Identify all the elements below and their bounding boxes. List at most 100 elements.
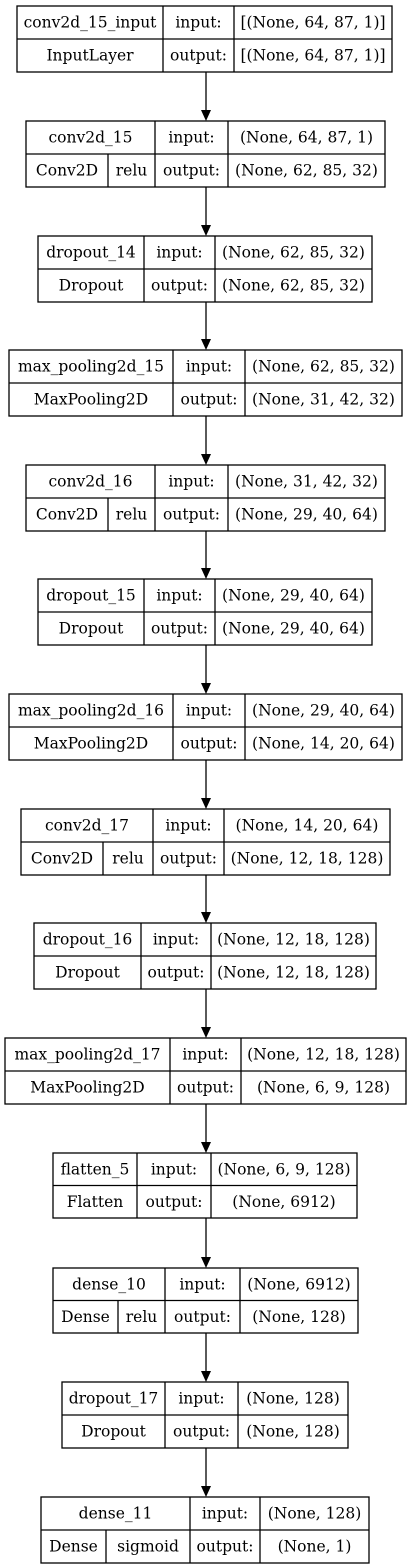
layer-type: Dropout <box>59 277 124 295</box>
input-shape: (None, 64, 87, 1) <box>240 129 373 147</box>
edge-arrow <box>201 531 211 579</box>
output-shape: (None, 12, 18, 128) <box>217 964 370 982</box>
layer-type: MaxPooling2D <box>34 735 148 753</box>
layer-activation: relu <box>116 506 148 524</box>
output-shape: (None, 6, 9, 128) <box>257 1079 390 1097</box>
layer-type: Conv2D <box>31 850 93 868</box>
output-label: output: <box>151 620 208 638</box>
edge-arrow <box>201 187 211 236</box>
output-shape: (None, 12, 18, 128) <box>231 850 384 868</box>
output-shape: (None, 128) <box>246 1423 340 1441</box>
output-shape: (None, 6912) <box>232 1193 335 1211</box>
layer-type: MaxPooling2D <box>30 1079 144 1097</box>
layer-type: Conv2D <box>36 162 98 180</box>
input-shape: (None, 29, 40, 64) <box>252 702 395 720</box>
output-shape: (None, 31, 42, 32) <box>252 391 395 409</box>
input-label: input: <box>151 1160 197 1178</box>
output-label: output: <box>181 391 238 409</box>
layer-type: Dropout <box>55 964 120 982</box>
layer-name: conv2d_17 <box>45 817 129 835</box>
edge-arrow <box>201 1333 211 1382</box>
layer-activation: relu <box>116 162 148 180</box>
input-label: input: <box>175 14 221 32</box>
layer-type: InputLayer <box>46 47 134 65</box>
input-shape: (None, 31, 42, 32) <box>235 473 378 491</box>
edge-arrow <box>201 72 211 121</box>
layer-name: conv2d_15 <box>48 129 132 147</box>
output-label: output: <box>148 964 205 982</box>
output-shape: (None, 29, 40, 64) <box>222 620 365 638</box>
output-label: output: <box>174 1308 231 1326</box>
input-label: input: <box>168 473 214 491</box>
input-shape: (None, 14, 20, 64) <box>236 817 379 835</box>
output-label: output: <box>177 1079 234 1097</box>
input-label: input: <box>156 587 202 605</box>
layer-name: dense_10 <box>72 1275 146 1293</box>
input-shape: (None, 128) <box>268 1505 362 1523</box>
input-label: input: <box>153 931 199 949</box>
input-shape: (None, 62, 85, 32) <box>252 358 395 376</box>
input-label: input: <box>179 1275 225 1293</box>
output-shape: (None, 128) <box>252 1308 346 1326</box>
edge-arrow <box>201 875 211 923</box>
edge-arrow <box>201 1448 211 1497</box>
layer-type: Dropout <box>59 620 124 638</box>
layer-name: max_pooling2d_16 <box>18 702 164 720</box>
input-label: input: <box>186 358 232 376</box>
output-label: output: <box>160 850 217 868</box>
layer-name: dropout_15 <box>46 587 136 605</box>
input-shape: (None, 62, 85, 32) <box>222 244 365 262</box>
output-label: output: <box>151 277 208 295</box>
layer-name: flatten_5 <box>61 1160 130 1178</box>
output-label: output: <box>163 162 220 180</box>
edge-arrow <box>201 1218 211 1268</box>
input-label: input: <box>156 244 202 262</box>
layer-name: dense_11 <box>79 1505 153 1523</box>
edge-arrow <box>201 989 211 1038</box>
output-label: output: <box>173 1423 230 1441</box>
input-label: input: <box>202 1505 248 1523</box>
input-shape: (None, 12, 18, 128) <box>247 1046 400 1064</box>
output-shape: (None, 14, 20, 64) <box>252 735 395 753</box>
output-shape: [(None, 64, 87, 1)] <box>240 47 385 65</box>
input-label: input: <box>182 1046 228 1064</box>
layer-name: max_pooling2d_17 <box>14 1046 160 1064</box>
layer-type: Flatten <box>67 1193 124 1211</box>
layer-type: Dropout <box>81 1423 146 1441</box>
input-label: input: <box>178 1390 224 1408</box>
output-label: output: <box>163 506 220 524</box>
layer-name: dropout_16 <box>43 931 133 949</box>
layer-type: Conv2D <box>36 506 98 524</box>
layer-activation: relu <box>126 1308 158 1326</box>
input-shape: (None, 128) <box>246 1390 340 1408</box>
layer-name: conv2d_16 <box>48 473 132 491</box>
output-shape: (None, 1) <box>278 1538 352 1556</box>
output-label: output: <box>181 735 238 753</box>
input-label: input: <box>186 702 232 720</box>
input-shape: (None, 12, 18, 128) <box>217 931 370 949</box>
input-shape: (None, 6, 9, 128) <box>217 1160 350 1178</box>
layer-node-conv2d_15_input: conv2d_15_inputInputLayerinput:output:[(… <box>16 5 393 73</box>
layer-type: MaxPooling2D <box>34 391 148 409</box>
layer-node-max_pooling2d_15: max_pooling2d_15MaxPooling2Dinput:output… <box>8 349 403 417</box>
edge-arrow <box>201 416 211 465</box>
layer-name: conv2d_15_input <box>24 14 158 32</box>
output-label: output: <box>146 1193 203 1211</box>
input-label: input: <box>168 129 214 147</box>
layer-activation: relu <box>112 850 144 868</box>
layer-type: Dense <box>61 1308 110 1326</box>
output-shape: (None, 62, 85, 32) <box>222 277 365 295</box>
